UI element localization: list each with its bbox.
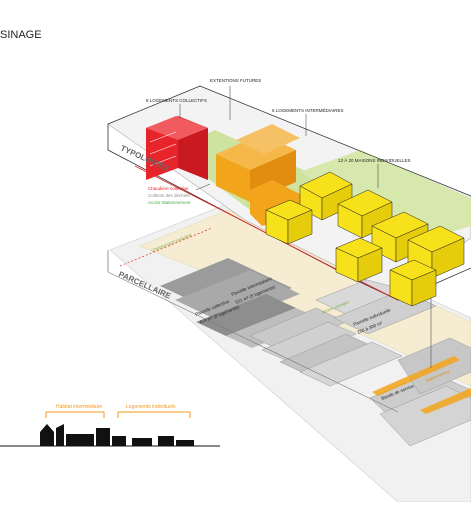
label-logements-individuels: Logements individuels xyxy=(126,404,176,410)
beige-shared-band xyxy=(139,209,471,387)
orange-strip xyxy=(420,388,471,414)
intermediate-gable xyxy=(262,160,290,174)
silhouette-block xyxy=(158,436,174,446)
parcel-block xyxy=(299,341,403,387)
label-extensions: EXTENTIONS FUTURES xyxy=(210,78,261,83)
legend-chaudiere: Chaudière collective xyxy=(148,186,189,191)
silhouette-block xyxy=(132,438,152,446)
page-title: SINAGE xyxy=(0,29,42,41)
silhouette-block xyxy=(112,436,126,446)
leader-line xyxy=(195,183,211,191)
parcel-block xyxy=(196,294,296,336)
house-side xyxy=(287,209,313,245)
typologies-layer xyxy=(107,85,471,307)
leader-lines xyxy=(179,86,379,191)
parcel-block xyxy=(261,321,357,363)
section-silhouette: Habitat intermédiaire Logements individu… xyxy=(0,404,220,447)
bracket-habitat xyxy=(45,411,105,418)
parcel-boundary-line xyxy=(119,227,213,267)
window-line xyxy=(149,131,177,143)
intermediate-building-front xyxy=(216,154,250,202)
bracket-individuels xyxy=(117,411,191,418)
silhouette-block xyxy=(96,428,110,446)
window-line xyxy=(149,155,177,167)
legend-collecte: Collecte des déchets xyxy=(148,193,191,198)
silhouette-house xyxy=(56,424,64,446)
collective-building-roof xyxy=(146,116,208,140)
label-collectifs: 8 LOGEMENTS COLLECTIFS xyxy=(146,98,207,103)
legend-acces: Accès Stationnement xyxy=(148,200,191,205)
silhouette-block xyxy=(176,440,194,446)
label-intermediaires: 5 LOGEMENTS INTERMÉDIAIRES xyxy=(272,107,344,113)
label-maisons: 13 À 20 MAISONS INDIVIDUELLES xyxy=(338,157,411,163)
typologies-edge xyxy=(107,85,471,197)
silhouette-block xyxy=(66,434,94,446)
intermediate-building-roof xyxy=(236,124,300,154)
orange-strip xyxy=(372,356,460,396)
label-habitat-intermediaire: Habitat intermédiaire xyxy=(56,404,102,410)
window-line xyxy=(149,143,177,155)
house-side xyxy=(411,269,437,307)
house-side xyxy=(357,247,383,283)
parcel-block xyxy=(175,270,300,324)
green-lawn xyxy=(300,150,471,242)
parcellaire-edge xyxy=(107,271,399,413)
silhouette-house xyxy=(40,424,54,446)
